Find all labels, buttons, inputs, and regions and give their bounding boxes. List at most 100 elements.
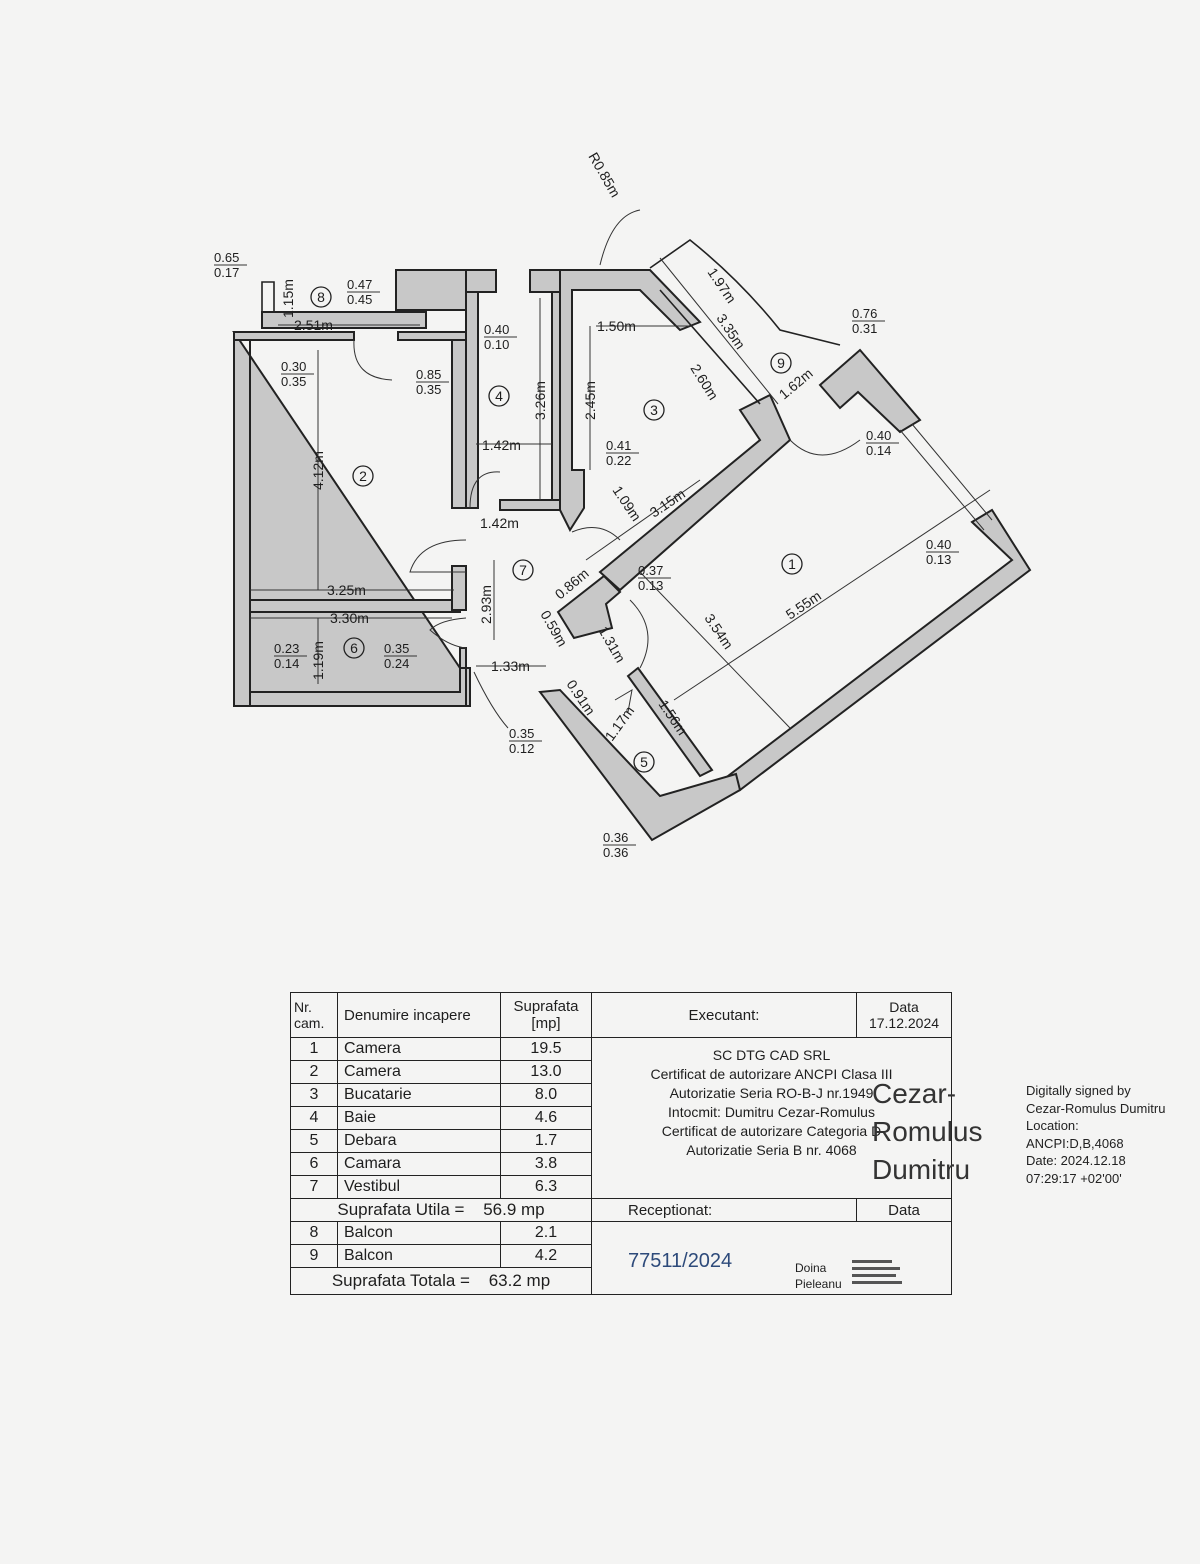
svg-text:0.40: 0.40 [866,428,891,443]
wall-room4-top [465,269,497,293]
row-nr: 6 [290,1152,338,1176]
dim-245: 2.45m [582,381,598,420]
dim-197: 1.97m [705,265,740,306]
table-row: 1 Camera 19.5 SC DTG CAD SRL Certificat … [290,1037,952,1199]
dimline-555 [673,489,991,701]
header-area: Suprafata [mp] [500,992,592,1038]
wall-room1-right [726,508,1032,792]
svg-text:0.31: 0.31 [852,321,877,336]
totala-label: Suprafata Totala = [331,1271,470,1290]
executant-block: SC DTG CAD SRL Certificat de autorizare … [591,1037,952,1199]
totala-row: Suprafata Totala = 63.2 mp [290,1267,952,1295]
utila-row: Suprafata Utila = 56.9 mp Receptionat: D… [290,1198,952,1222]
svg-text:0.17: 0.17 [214,265,239,280]
dim-142-lower: 1.42m [480,515,519,531]
row-name: Balcon [337,1221,501,1245]
svg-text:0.45: 0.45 [347,292,372,307]
row-area: 6.3 [500,1175,592,1199]
dim-085-035: 0.850.35 [416,367,449,397]
row-name: Camara [337,1152,501,1176]
row-area: 4.2 [500,1244,592,1268]
svg-text:0.35: 0.35 [416,382,441,397]
door-arc-vestibul [409,539,467,573]
svg-text:8: 8 [317,289,325,305]
svg-text:0.24: 0.24 [384,656,409,671]
wall-room3-diag [598,393,792,592]
svg-text:0.22: 0.22 [606,453,631,468]
svg-text:6: 6 [350,640,358,656]
row-area: 2.1 [500,1221,592,1245]
dim-035-012: 0.350.12 [509,726,542,756]
room-label-2: 2 [352,465,374,487]
dim-041-022: 0.410.22 [606,438,639,468]
executant-line: SC DTG CAD SRL [712,1047,831,1063]
door-arc-balcony9 [789,439,861,456]
signature-name: Cezar- Romulus Dumitru [872,1075,982,1189]
row-area: 13.0 [500,1060,592,1084]
dsig-line: Location: [1026,1118,1079,1133]
balcony9-arc [599,209,641,266]
wall-top-room2 [233,331,355,341]
suprafata-utila: Suprafata Utila = 56.9 mp [290,1198,592,1222]
door-arc-entrance [473,671,509,729]
svg-text:0.13: 0.13 [638,578,663,593]
svg-text:0.14: 0.14 [274,656,299,671]
door-room5 [614,689,633,713]
door-arc-room1 [629,599,649,669]
executant-line: Autorizatie Seria RO-B-J nr.1949 [669,1085,874,1101]
room-table: Nr. cam. Denumire incapere Suprafata [mp… [290,992,952,1295]
window-room1 [899,429,985,531]
dim-354: 3.54m [702,611,737,652]
row-name: Debara [337,1129,501,1153]
row-area: 19.5 [500,1037,592,1061]
svg-text:0.35: 0.35 [509,726,534,741]
balcony9-inner [659,289,761,405]
header-executant: Executant: [591,992,857,1038]
dim-251: 2.51m [294,317,333,333]
dimline-335 [659,257,779,405]
wall-room2-right [451,335,467,509]
dim-030-035: 0.300.35 [281,359,314,389]
dim-330: 3.30m [330,610,369,626]
svg-text:0.35: 0.35 [281,374,306,389]
receptionat-name: Doina Pieleanu [795,1260,842,1292]
svg-text:0.65: 0.65 [214,250,239,265]
dsig-line: Cezar-Romulus Dumitru [1026,1100,1166,1116]
dim-150: 1.50m [597,318,636,334]
row-area: 4.6 [500,1106,592,1130]
svg-text:5: 5 [640,754,648,770]
dim-412: 4.12m [310,451,326,490]
room-label-9: 9 [770,352,792,374]
executant-line: Certificat de autorizare ANCPI Clasa III [650,1066,893,1082]
door-arc-room4 [469,471,501,509]
room-label-1: 1 [781,553,803,575]
dim-293: 2.93m [478,585,494,624]
receptionat-number: 77511/2024 [628,1250,733,1272]
header-name: Denumire incapere [337,992,501,1038]
recv-name-line: Doina [795,1261,827,1275]
dim-325: 3.25m [327,582,366,598]
door-arc-room3 [571,527,621,541]
room-label-5: 5 [633,751,655,773]
svg-text:0.40: 0.40 [926,537,951,552]
svg-text:4: 4 [495,388,503,404]
wall-room4-left [465,289,479,509]
room-label-8: 8 [310,286,332,308]
wall-room5-left [626,666,714,778]
dim-119: 1.19m [310,641,326,680]
dim-036-036: 0.360.36 [603,830,636,860]
table-row: 9 Balcon 4.2 [290,1244,952,1268]
svg-text:0.10: 0.10 [484,337,509,352]
wall-vestibul-block [556,574,622,640]
door-arc-room6 [429,617,467,649]
row-name: Vestibul [337,1175,501,1199]
wall-room3 [559,269,702,533]
data-label: Data [856,1198,952,1222]
row-name: Baie [337,1106,501,1130]
wall-bottom-diag [538,688,742,842]
row-nr: 2 [290,1060,338,1084]
utila-value: 56.9 mp [483,1200,545,1219]
room-label-6: 6 [343,637,365,659]
